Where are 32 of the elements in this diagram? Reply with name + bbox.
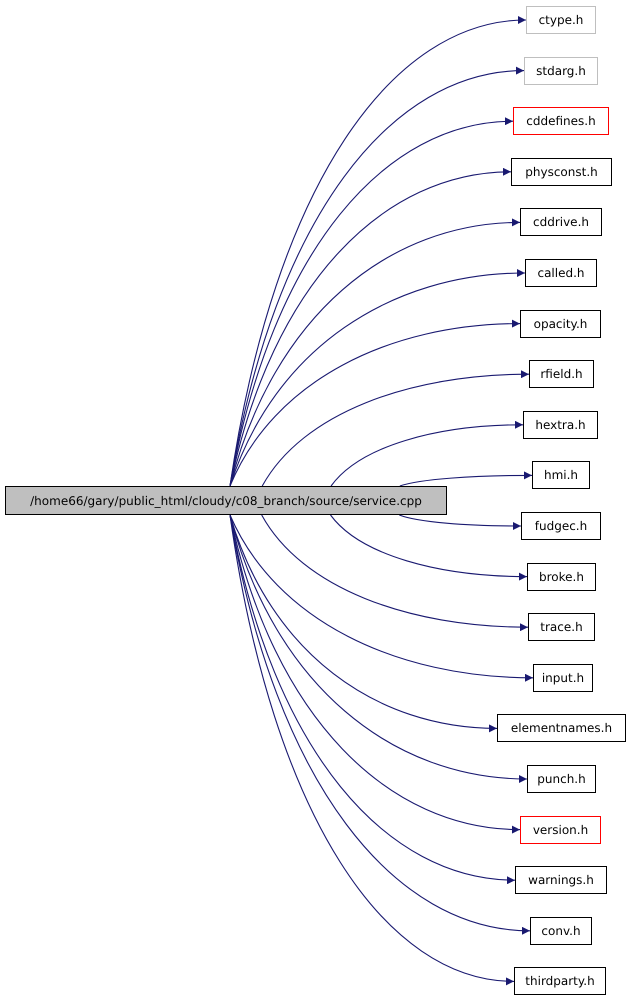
header-file-box: physconst.h xyxy=(511,158,612,186)
header-file-box: rfield.h xyxy=(529,360,594,388)
arrow xyxy=(230,320,520,486)
arrow xyxy=(229,514,498,732)
header-file-box: ctype.h xyxy=(526,6,596,34)
arrow xyxy=(229,269,526,486)
source-file-box: /home66/gary/public_html/cloudy/c08_branch/source/service.cpp xyxy=(5,486,447,515)
arrow xyxy=(229,218,520,486)
arrow xyxy=(261,514,528,631)
header-file-box: conv.h xyxy=(530,916,592,945)
arrow xyxy=(230,514,534,682)
header-file-box: cddrive.h xyxy=(520,208,602,236)
header-file-box: hmi.h xyxy=(532,461,590,490)
arrow xyxy=(330,420,524,486)
header-file-box: version.h xyxy=(520,816,601,844)
header-file-box: trace.h xyxy=(528,613,595,642)
arrow xyxy=(330,514,528,580)
arrow xyxy=(400,471,532,487)
header-file-box: hextra.h xyxy=(523,410,598,439)
header-file-box: warnings.h xyxy=(515,866,607,894)
header-file-box: stdarg.h xyxy=(524,56,598,85)
arrow xyxy=(262,370,530,486)
header-file-box: broke.h xyxy=(527,562,596,591)
arrow xyxy=(399,514,521,530)
header-file-box: thirdparty.h xyxy=(514,967,606,996)
header-file-box: elementnames.h xyxy=(497,714,626,742)
header-file-box: called.h xyxy=(525,259,597,287)
header-file-box: opacity.h xyxy=(520,310,601,338)
header-file-box: punch.h xyxy=(527,765,596,793)
header-file-box: cddefines.h xyxy=(513,107,609,136)
header-file-box: input.h xyxy=(533,664,593,692)
header-file-box: fudgec.h xyxy=(521,512,601,540)
